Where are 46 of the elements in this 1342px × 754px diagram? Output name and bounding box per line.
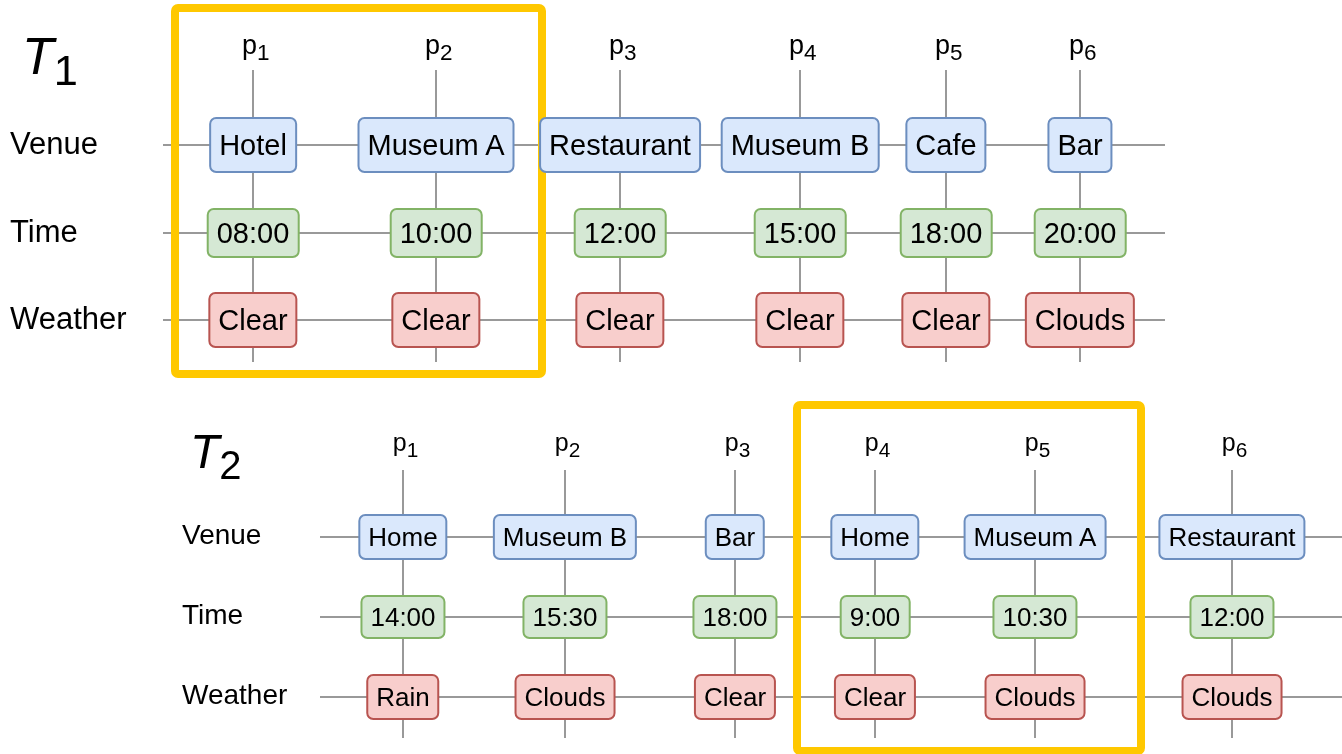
time-tag: 9:00 [839, 595, 911, 639]
venue-tag: Restaurant [539, 117, 701, 173]
venue-tag: Museum B [492, 514, 638, 560]
weather-tag: Clear [901, 292, 991, 348]
weather-tag: Clouds [1181, 674, 1283, 720]
time-tag: 15:00 [753, 208, 847, 258]
time-tag: 10:30 [992, 595, 1078, 639]
venue-tag: Restaurant [1158, 514, 1306, 560]
row-label: Weather [182, 681, 288, 710]
weather-tag: Clouds [514, 674, 616, 720]
row-label: Weather [10, 302, 127, 334]
venue-tag: Museum A [357, 117, 515, 173]
venue-tag: Home [830, 514, 920, 560]
row-label: Venue [182, 521, 262, 550]
venue-tag: Home [358, 514, 448, 560]
weather-tag: Clouds [1024, 292, 1136, 348]
venue-tag: Bar [704, 514, 766, 560]
trajectory-label: T$_{2}$ [190, 428, 242, 485]
time-tag: 20:00 [1033, 208, 1127, 258]
venue-tag: Museum B [720, 117, 880, 173]
weather-tag: Clear [833, 674, 917, 720]
highlight-frame [793, 401, 1145, 754]
venue-tag: Hotel [209, 117, 297, 173]
weather-tag: Clear [755, 292, 845, 348]
time-tag: 12:00 [1189, 595, 1275, 639]
time-tag: 12:00 [573, 208, 667, 258]
highlight-frame [171, 4, 546, 378]
weather-tag: Rain [366, 674, 440, 720]
venue-tag: Museum A [963, 514, 1107, 560]
weather-tag: Clouds [984, 674, 1086, 720]
time-tag: 10:00 [389, 208, 483, 258]
weather-tag: Clear [693, 674, 777, 720]
weather-tag: Clear [208, 292, 298, 348]
venue-tag: Bar [1047, 117, 1113, 173]
weather-tag: Clear [575, 292, 665, 348]
row-label: Time [10, 215, 78, 247]
time-tag: 08:00 [206, 208, 300, 258]
time-tag: 18:00 [899, 208, 993, 258]
row-label: Time [182, 601, 244, 630]
weather-tag: Clear [391, 292, 481, 348]
time-tag: 18:00 [692, 595, 778, 639]
row-label: Venue [10, 127, 98, 159]
time-tag: 14:00 [360, 595, 446, 639]
venue-tag: Cafe [905, 117, 987, 173]
trajectory-label: T$_{1}$ [22, 30, 78, 93]
time-tag: 15:30 [522, 595, 608, 639]
